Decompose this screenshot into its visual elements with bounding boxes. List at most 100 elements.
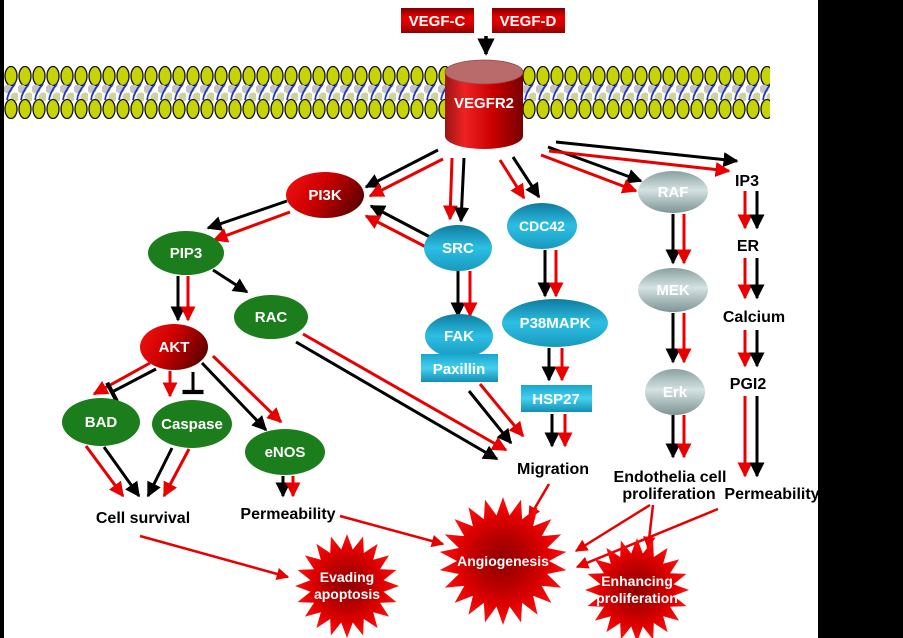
- red-arrow: [162, 448, 191, 498]
- arrow-src-pi3k: [364, 204, 431, 249]
- vegf-d-box: [492, 8, 565, 33]
- red-arrow: [364, 214, 427, 249]
- src-label: SRC: [442, 240, 474, 257]
- raf-label: RAF: [658, 184, 689, 201]
- black-arrow: [511, 156, 541, 199]
- enhancing-line1: Enhancing: [601, 573, 673, 589]
- arrow-ip3-er: [737, 191, 765, 230]
- arrow-enos-permeability: [275, 476, 301, 498]
- red-arrow: [540, 153, 638, 194]
- node-bad: BAD: [62, 398, 140, 446]
- evading-line2: apoptosis: [314, 586, 380, 602]
- arrow-pgi2-permeability: [737, 396, 765, 478]
- red-arrow: [302, 332, 508, 452]
- er-label: ER: [737, 238, 760, 255]
- arrow-src-fak: [450, 271, 478, 318]
- erk-label: Erk: [663, 384, 688, 401]
- arrow-raf-mek: [665, 214, 692, 265]
- rac-label: RAC: [255, 309, 288, 326]
- endothelia-line1: Endothelia cell: [614, 469, 727, 486]
- cdc42-label: CDC42: [519, 218, 565, 234]
- black-arrow: [146, 447, 174, 498]
- ligand-vegf-c: VEGF-C: [401, 8, 474, 33]
- mek-label: MEK: [656, 282, 690, 299]
- akt-label: AKT: [159, 339, 190, 356]
- arrow-paxillin-migration: [467, 383, 525, 445]
- node-pip3: PIP3: [148, 231, 224, 275]
- red-arrow: [84, 445, 125, 498]
- hsp27-label: HSP27: [532, 391, 580, 408]
- red-arrow: [478, 383, 525, 438]
- caspase-label: Caspase: [161, 416, 223, 433]
- pi3k-shape: [286, 172, 364, 218]
- paxillin-label: Paxillin: [433, 361, 486, 378]
- enhancing-line2: proliferation: [596, 590, 678, 606]
- enos-label: eNOS: [265, 444, 306, 461]
- hsp27-box: [521, 385, 592, 412]
- raf-shape: [638, 171, 708, 213]
- arrow-akt-enos: [200, 354, 283, 432]
- enos-shape: [245, 429, 325, 475]
- arrow-vegfr2-pi3k: [364, 148, 444, 198]
- node-rac: RAC: [234, 295, 308, 339]
- bad-shape: [62, 398, 140, 446]
- black-arrow: [295, 340, 499, 461]
- akt-shape: [140, 324, 208, 370]
- node-erk: Erk: [645, 369, 705, 415]
- ip3-label: IP3: [735, 173, 759, 190]
- pip3-shape: [148, 231, 224, 275]
- rac-shape: [234, 295, 308, 339]
- vegfr2-top: [444, 59, 524, 85]
- vegf-c-label: VEGF-C: [409, 13, 466, 30]
- red-arrow: [211, 354, 283, 424]
- endothelia-line2: proliferation: [622, 486, 715, 503]
- connector-permeability-angiogenesis: [339, 514, 445, 548]
- node-hsp27: HSP27: [521, 385, 592, 412]
- arrow-vegfr2-cdc42: [498, 156, 541, 200]
- arrow-vegfr2-src: [442, 157, 470, 223]
- red-arrow: [92, 361, 151, 396]
- caspase-shape: [152, 400, 232, 448]
- vegf-c-box: [401, 8, 474, 33]
- connector-cellsurvival-evading: [139, 534, 290, 581]
- mek-shape: [638, 268, 708, 312]
- black-arrow: [206, 199, 288, 231]
- node-akt: AKT: [140, 324, 208, 370]
- evading-star-shape: [295, 534, 399, 638]
- vegfr2-label: VEGFR2: [454, 95, 514, 112]
- node-enos: eNOS: [245, 429, 325, 475]
- red-arrow: [212, 210, 291, 243]
- arrow-pip3-akt: [170, 276, 196, 322]
- arrow-erk-proliferation: [665, 415, 692, 459]
- arrow-pip3-rac: [212, 268, 249, 294]
- arrow-akt-bad: [92, 361, 157, 403]
- right-black-panel: [818, 0, 903, 638]
- paxillin-box: [421, 354, 498, 382]
- ligand-vegf-d: VEGF-D: [492, 8, 565, 33]
- permeability-right-label: Permeability: [724, 486, 819, 503]
- red-arrow: [498, 159, 526, 200]
- connector-proliferation-angiogenesis: [574, 503, 651, 553]
- node-pi3k: PI3K: [286, 172, 364, 218]
- connector-permeability-right-angiogenesis: [575, 507, 719, 569]
- node-caspase: Caspase: [152, 400, 232, 448]
- black-arrow: [369, 204, 431, 239]
- arrow-pi3k-pip3: [206, 199, 291, 243]
- pi3k-label: PI3K: [308, 187, 342, 204]
- cell-survival-label: Cell survival: [96, 510, 190, 527]
- arrow-caspase-cellsurvival: [146, 447, 191, 498]
- node-vegfr2: VEGFR2: [444, 59, 524, 149]
- fak-shape: [425, 314, 493, 358]
- arrow-p38mapk-hsp27: [541, 348, 570, 382]
- src-shape: [424, 225, 492, 271]
- black-inhibition: [105, 367, 157, 403]
- evading-line1: Evading: [320, 569, 374, 585]
- node-src: SRC: [424, 225, 492, 271]
- permeability-left-label: Permeability: [240, 506, 335, 523]
- node-fak-paxillin: FAK Paxillin: [421, 314, 498, 382]
- connector-proliferation-enhancing: [643, 504, 656, 550]
- node-p38mapk: P38MAPK: [502, 299, 608, 347]
- migration-label: Migration: [517, 461, 589, 478]
- node-cdc42: CDC42: [507, 203, 577, 249]
